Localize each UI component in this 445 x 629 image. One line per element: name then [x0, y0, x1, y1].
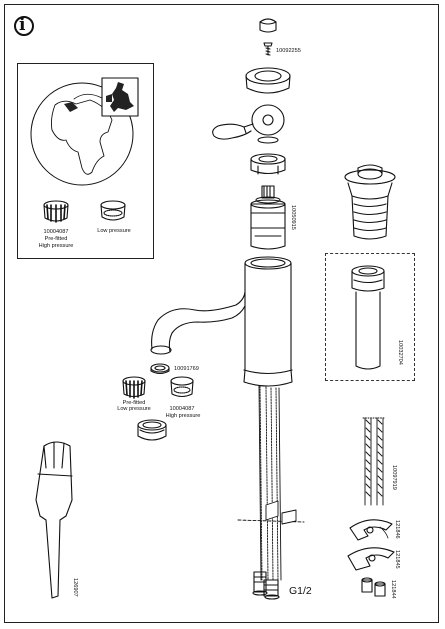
- inset-aerator-lp-label: Low pressure: [97, 228, 131, 234]
- aerator-ring-part-code: 10091769: [174, 366, 199, 372]
- aerator-hp-part-code: 10004087: [169, 406, 195, 412]
- info-symbol-letter: i: [19, 15, 26, 35]
- cartridge-drawing: [250, 185, 286, 250]
- spanner-tool-drawing: [35, 441, 73, 599]
- aerator-prefitted-drawing: [122, 376, 146, 399]
- info-icon: [14, 16, 34, 36]
- inset-aerator-lp-drawing: [100, 200, 126, 221]
- aerator-ring-drawing: [150, 363, 170, 375]
- flexible-hoses-drawing: [237, 385, 305, 581]
- aerator-housing-drawing: [137, 419, 167, 441]
- inset-aerator-hp-code: 10004087: [43, 229, 69, 235]
- aerator-prefitted-label: Pre-fitted: [122, 400, 146, 406]
- waste-pipe-dashed-box: [325, 253, 415, 381]
- screw-drawing: [263, 42, 273, 56]
- waste-pipe-drawing: [351, 265, 385, 370]
- inset-aerator-hp-drawing: [43, 200, 69, 223]
- decorative-cap-drawing: [259, 18, 277, 33]
- aerator-high-pressure-drawing: [170, 376, 194, 398]
- uk-map-inset-drawing: [101, 77, 139, 117]
- clip-upper-drawing: [349, 519, 393, 541]
- tap-body-drawing: [150, 256, 293, 387]
- nuts-drawing: [361, 577, 386, 597]
- popup-plug-drawing: [344, 164, 396, 240]
- page-frame: [4, 4, 439, 623]
- tie-rods-part-code: 10097919: [391, 465, 397, 490]
- clip-lower-part-code: 121845: [394, 550, 400, 569]
- handle-ring-drawing: [245, 67, 291, 94]
- lever-handle-drawing: [212, 104, 285, 144]
- hose-fittings-drawing: [252, 571, 280, 600]
- aerator-high-pressure-label: High pressure: [165, 413, 201, 419]
- clip-upper-part-code: 121846: [394, 520, 400, 539]
- clip-lower-drawing: [347, 547, 395, 571]
- waste-pipe-part-code: 10032704: [397, 340, 403, 365]
- inset-aerator-hp-prefitted: Pre-fitted: [44, 236, 68, 242]
- inset-aerator-hp-pressure: High pressure: [38, 243, 74, 249]
- spanner-part-code: 126907: [72, 578, 78, 597]
- nuts-part-code: 121844: [390, 580, 396, 599]
- screw-part-code: 10092255: [276, 48, 301, 54]
- country-aerator-inset: [17, 63, 154, 259]
- aerator-low-pressure-label: Low pressure: [117, 406, 151, 412]
- tie-rods-drawing: [362, 417, 386, 506]
- bonnet-nut-drawing: [250, 153, 286, 175]
- globe-drawing: [30, 82, 134, 186]
- cartridge-part-code: 10050915: [290, 205, 296, 230]
- connection-thread-label: G1/2: [289, 585, 312, 597]
